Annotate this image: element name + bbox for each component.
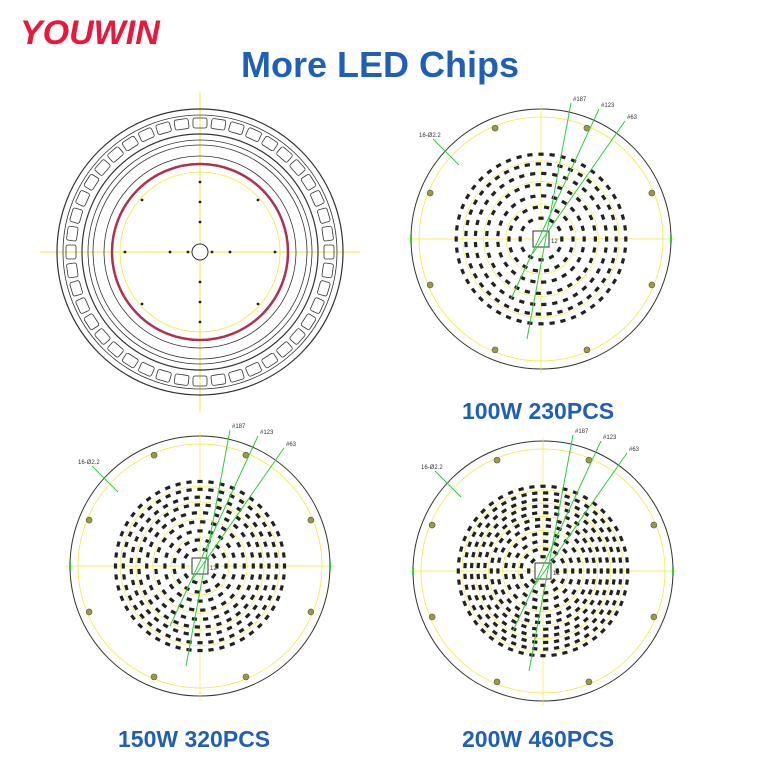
svg-text:12: 12 <box>553 571 560 577</box>
board-caption-150w: 150W 320PCS <box>118 726 271 752</box>
led-board-100w: 12 #187 #123 #63 16-Ø2.2 <box>407 97 675 373</box>
svg-text:12: 12 <box>210 566 217 572</box>
svg-text:12: 12 <box>551 239 558 245</box>
led-board-200w: 12 #187 #123 #63 16-Ø2.2 <box>409 429 677 705</box>
board-caption-100w: 100W 230PCS <box>462 398 615 424</box>
svg-text:#123: #123 <box>603 435 617 441</box>
svg-text:#187: #187 <box>232 424 246 430</box>
svg-text:16-Ø2.2: 16-Ø2.2 <box>419 133 441 139</box>
svg-text:16-Ø2.2: 16-Ø2.2 <box>421 465 443 471</box>
svg-text:#123: #123 <box>601 103 615 109</box>
svg-text:#63: #63 <box>286 442 297 448</box>
page-title: More LED Chips <box>240 44 519 85</box>
svg-text:16-Ø2.2: 16-Ø2.2 <box>78 460 100 466</box>
svg-text:#63: #63 <box>627 115 638 121</box>
board-caption-200w: 200W 460PCS <box>462 726 615 752</box>
svg-text:#123: #123 <box>260 430 274 436</box>
svg-text:#63: #63 <box>629 447 640 453</box>
led-board-150w: 12 #187 #123 #63 16-Ø2.2 <box>66 424 334 700</box>
housing-drawing <box>40 92 360 412</box>
brand-logo: YOUWIN <box>20 14 160 52</box>
svg-text:#187: #187 <box>573 97 587 103</box>
svg-text:#187: #187 <box>575 429 589 435</box>
